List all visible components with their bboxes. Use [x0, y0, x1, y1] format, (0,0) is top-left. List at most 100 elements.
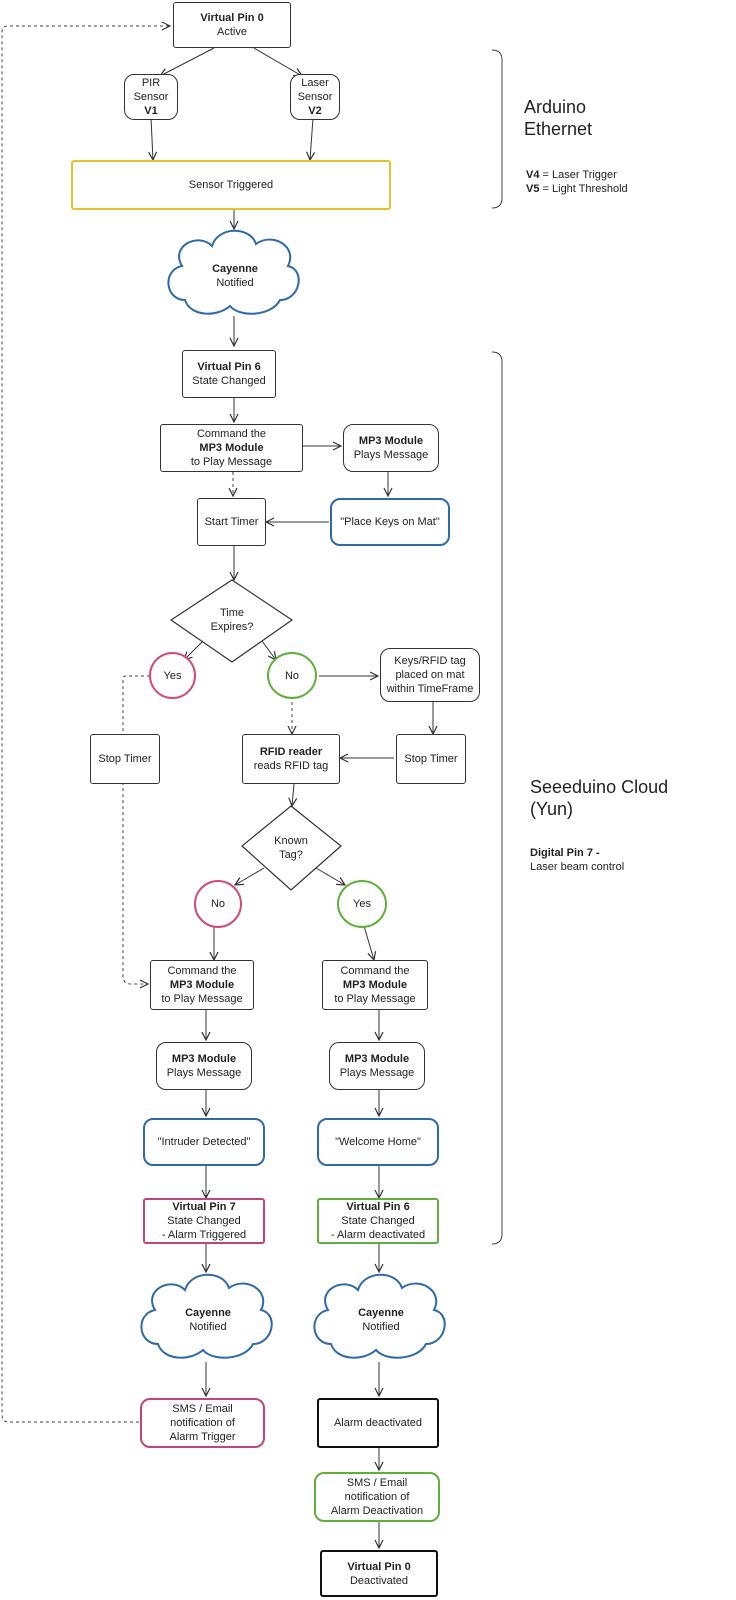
node-pir-sensor: PIR Sensor V1 [124, 74, 178, 120]
node-cayenne-notified-left: Cayenne Notified [153, 1302, 263, 1338]
node-bold: MP3 Module [342, 979, 408, 991]
cloud-shape-cayenne-right [313, 1273, 446, 1359]
node-line: State Changed [167, 1215, 241, 1227]
node-title: Virtual Pin 0 [200, 12, 264, 24]
node-text: Yes [163, 669, 182, 682]
label-line: Arduino [524, 97, 587, 117]
node-text: "Intruder Detected" [157, 1136, 251, 1148]
node-welcome-home: "Welcome Home" [317, 1118, 439, 1166]
node-title: Cayenne [358, 1307, 404, 1319]
node-title: Cayenne [185, 1307, 231, 1319]
cloud-shape-cayenne-1 [167, 229, 300, 315]
node-line: Keys/RFID tag [394, 655, 466, 667]
connector-arrows [151, 47, 433, 1548]
node-time-expires: Time Expires? [196, 604, 268, 636]
label-line: Ethernet [524, 119, 593, 139]
node-line: PIR [141, 77, 161, 89]
node-title: Virtual Pin 0 [347, 1560, 411, 1573]
node-sms-alarm-trigger: SMS / Email notification of Alarm Trigge… [140, 1398, 265, 1448]
node-known-tag: Known Tag? [259, 832, 323, 864]
node-line: Tag? [279, 849, 303, 861]
node-pin: V1 [144, 105, 158, 117]
node-line: to Play Message [161, 993, 243, 1005]
node-line: Time [219, 607, 245, 619]
node-mp3-plays-message-left: MP3 Module Plays Message [156, 1042, 252, 1090]
node-alarm-deactivated: Alarm deactivated [317, 1398, 439, 1448]
node-text: Start Timer [204, 516, 259, 528]
note-seeeduino-pin: Digital Pin 7 - Laser beam control [530, 846, 624, 874]
node-title: Virtual Pin 6 [197, 361, 261, 373]
node-line: - Alarm deactivated [330, 1229, 426, 1241]
node-text: "Place Keys on Mat" [340, 516, 440, 528]
node-subtitle: Deactivated [349, 1574, 409, 1587]
node-line: placed on mat [395, 669, 465, 681]
node-line: Sensor [297, 91, 333, 103]
node-line: notification of [170, 1417, 235, 1429]
node-line: Alarm Trigger [169, 1431, 236, 1443]
node-title: MP3 Module [171, 1053, 237, 1065]
node-yes-1: Yes [149, 652, 196, 699]
node-line: to Play Message [190, 456, 273, 468]
node-text: Stop Timer [98, 753, 152, 765]
node-text: Alarm deactivated [333, 1417, 423, 1429]
node-bold: MP3 Module [199, 442, 264, 454]
node-title: Cayenne [212, 263, 258, 275]
node-no-2: No [194, 880, 242, 928]
node-laser-sensor: Laser Sensor V2 [290, 74, 340, 120]
bracket-arduino [491, 49, 503, 209]
node-virtual-pin-6-deactivated: Virtual Pin 6 State Changed - Alarm deac… [317, 1198, 439, 1244]
node-title: Virtual Pin 6 [346, 1201, 410, 1213]
bracket-seeeduino [491, 351, 503, 1245]
node-rfid-reader: RFID reader reads RFID tag [242, 734, 340, 784]
note-text: = Laser Trigger [539, 169, 617, 181]
node-line: Command the [340, 965, 410, 977]
node-cayenne-notified-right: Cayenne Notified [326, 1302, 436, 1338]
node-subtitle: Notified [189, 1321, 227, 1333]
node-bold: MP3 Module [169, 979, 235, 991]
label-seeeduino-cloud: Seeeduino Cloud (Yun) [530, 776, 668, 820]
note-line: V4 = Laser Trigger [526, 168, 628, 182]
diamond-shape-time-expires [169, 579, 294, 663]
node-place-keys-on-mat: "Place Keys on Mat" [330, 498, 450, 546]
node-subtitle: State Changed [192, 375, 266, 387]
node-subtitle: Plays Message [166, 1067, 242, 1079]
node-pin: V2 [308, 105, 322, 117]
node-line: Command the [196, 428, 267, 440]
cloud-shape-cayenne-left [140, 1273, 273, 1359]
node-text: No [210, 898, 226, 910]
node-title: MP3 Module [344, 1053, 410, 1065]
node-line: Sensor [133, 91, 169, 103]
node-subtitle: reads RFID tag [253, 760, 329, 772]
note-text: = Light Threshold [539, 183, 628, 195]
node-text: "Welcome Home" [335, 1136, 421, 1148]
node-line: State Changed [341, 1215, 415, 1227]
node-text: Yes [353, 898, 371, 910]
node-title: RFID reader [259, 746, 323, 758]
node-line: Expires? [210, 621, 254, 633]
note-key: V4 [526, 169, 540, 181]
node-line: - Alarm Triggered [161, 1229, 247, 1241]
note-line: Digital Pin 7 - [530, 846, 624, 860]
node-line: Known [274, 835, 308, 847]
node-line: SMS / Email [172, 1403, 233, 1415]
label-line: (Yun) [530, 799, 574, 819]
node-virtual-pin-0-active: Virtual Pin 0 Active [173, 2, 291, 48]
node-subtitle: Plays Message [339, 1067, 415, 1079]
node-subtitle: Plays Message [353, 449, 429, 461]
note-key: V5 [526, 183, 540, 195]
note-line: V5 = Light Threshold [526, 182, 628, 196]
label-arduino-ethernet: Arduino Ethernet [524, 96, 592, 140]
node-virtual-pin-0-deactivated: Virtual Pin 0 Deactivated [320, 1550, 438, 1597]
node-sms-alarm-deactivation: SMS / Email notification of Alarm Deacti… [314, 1472, 440, 1522]
node-text: Sensor Triggered [188, 179, 274, 191]
node-text: No [284, 669, 300, 682]
node-subtitle: Notified [216, 277, 254, 289]
node-line: Laser [301, 77, 329, 89]
dashed-connectors [1, 26, 292, 1423]
node-line: SMS / Email [346, 1477, 408, 1489]
node-command-mp3-left: Command the MP3 Module to Play Message [150, 960, 254, 1010]
node-line: Command the [167, 965, 237, 977]
node-yes-2: Yes [337, 880, 387, 928]
node-start-timer: Start Timer [197, 498, 266, 546]
